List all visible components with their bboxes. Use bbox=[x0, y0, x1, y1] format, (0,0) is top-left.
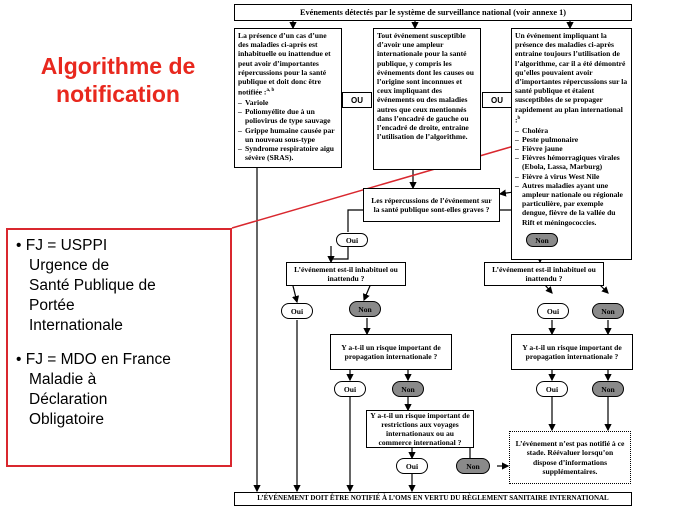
yes-pill: Oui bbox=[536, 381, 568, 397]
yes-pill: Oui bbox=[336, 233, 368, 247]
list-item-fievre-jaune: Fièvre jaune bbox=[515, 144, 628, 153]
question-spread-left-box: Y a-t-il un risque important de propagat… bbox=[330, 334, 452, 370]
note-line: Portée bbox=[29, 297, 75, 314]
no-text: Non bbox=[601, 306, 615, 316]
no-text: Non bbox=[358, 304, 372, 314]
list-item: Autres maladies ayant une ampleur nation… bbox=[515, 181, 628, 227]
question-restrict-box: Y a-t-il un risque important de restrict… bbox=[366, 410, 474, 448]
no-pill: Non bbox=[592, 381, 624, 397]
question-unusual-text: L’événement est-il inhabituel ou inatten… bbox=[294, 264, 398, 283]
note-line: Urgence de bbox=[29, 257, 110, 274]
no-text: Non bbox=[466, 461, 480, 471]
right-box-text: Un événement impliquant la présence des … bbox=[515, 31, 628, 125]
flow-top-box: Evénements détectés par le système de su… bbox=[234, 4, 632, 21]
note-line: • FJ = USPPI bbox=[16, 237, 108, 254]
not-notified-box: L’événement n’est pas notifié à ce stade… bbox=[509, 431, 631, 484]
left-box-sup: a, b bbox=[266, 88, 275, 94]
list-item: Peste pulmonaire bbox=[515, 135, 628, 144]
notes-box: • FJ = USPPI Urgence de Santé Publique d… bbox=[6, 228, 232, 467]
question-impact-box: Les répercussions de l’événement sur la … bbox=[363, 188, 500, 222]
question-spread-right-box: Y a-t-il un risque important de propagat… bbox=[511, 334, 633, 370]
note-line: Obligatoire bbox=[29, 411, 104, 428]
yes-text: Oui bbox=[290, 306, 304, 316]
ou-text: OU bbox=[351, 95, 363, 105]
question-spread-text: Y a-t-il un risque important de propagat… bbox=[341, 342, 441, 361]
yes-text: Oui bbox=[345, 235, 359, 245]
ou-text: OU bbox=[491, 95, 503, 105]
question-restrict-text: Y a-t-il un risque important de restrict… bbox=[370, 410, 470, 448]
flow-mid-box: Tout événement susceptible d’avoir une a… bbox=[373, 28, 481, 170]
question-unusual-left-box: L’événement est-il inhabituel ou inatten… bbox=[286, 262, 406, 286]
no-pill: Non bbox=[592, 303, 624, 319]
question-impact-text: Les répercussions de l’événement sur la … bbox=[371, 195, 492, 214]
not-notified-text: L’événement n’est pas notifié à ce stade… bbox=[515, 439, 625, 476]
list-item: Variole bbox=[238, 98, 338, 107]
yes-text: Oui bbox=[545, 384, 559, 394]
question-unusual-text: L’événement est-il inhabituel ou inatten… bbox=[492, 264, 596, 283]
left-box-text: La présence d’un cas d’une des maladies … bbox=[238, 31, 331, 97]
no-text: Non bbox=[401, 384, 415, 394]
flow-bottom-box: L’ÉVÉNEMENT DOIT ÊTRE NOTIFIÉ À L’OMS EN… bbox=[234, 492, 632, 506]
yes-pill: Oui bbox=[281, 303, 313, 319]
note-usppi: • FJ = USPPI Urgence de Santé Publique d… bbox=[16, 236, 222, 336]
question-spread-text: Y a-t-il un risque important de propagat… bbox=[522, 342, 622, 361]
yes-pill: Oui bbox=[396, 458, 428, 474]
note-mdo: • FJ = MDO en France Maladie à Déclarati… bbox=[16, 350, 222, 430]
left-box-list: Variole Poliomyélite due à un poliovirus… bbox=[238, 98, 338, 162]
right-box-list: Choléra Peste pulmonaire Fièvre jaune Fi… bbox=[515, 126, 628, 227]
list-item: Choléra bbox=[515, 126, 628, 135]
no-text: Non bbox=[535, 235, 549, 245]
note-line: • FJ = MDO en France bbox=[16, 351, 171, 368]
no-pill: Non bbox=[392, 381, 424, 397]
note-line: Déclaration bbox=[29, 391, 108, 408]
question-unusual-right-box: L’événement est-il inhabituel ou inatten… bbox=[484, 262, 604, 286]
yes-pill: Oui bbox=[334, 381, 366, 397]
flow-top-text: Evénements détectés par le système de su… bbox=[299, 7, 567, 17]
flow-left-box: La présence d’un cas d’une des maladies … bbox=[234, 28, 342, 168]
flow-bottom-text: L’ÉVÉNEMENT DOIT ÊTRE NOTIFIÉ À L’OMS EN… bbox=[257, 494, 609, 503]
ou-label-left: OU bbox=[342, 92, 372, 108]
note-line: Internationale bbox=[29, 317, 123, 334]
flow-right-box: Un événement impliquant la présence des … bbox=[511, 28, 632, 260]
no-pill: Non bbox=[526, 233, 558, 247]
mid-box-text: Tout événement susceptible d’avoir une a… bbox=[377, 31, 475, 142]
no-pill: Non bbox=[456, 458, 490, 474]
list-item: Fièvres hémorragiques virales (Ebola, La… bbox=[515, 153, 628, 171]
list-item: Fièvre à virus West Nile bbox=[515, 172, 628, 181]
ou-label-right: OU bbox=[482, 92, 512, 108]
list-item: Poliomyélite due à un poliovirus de type… bbox=[238, 107, 338, 125]
page-title: Algorithme de notification bbox=[40, 53, 196, 107]
note-line: Maladie à bbox=[29, 371, 97, 388]
yes-pill: Oui bbox=[537, 303, 569, 319]
yes-text: Oui bbox=[405, 461, 419, 471]
yes-text: Oui bbox=[343, 384, 357, 394]
list-item: Grippe humaine causée par un nouveau sou… bbox=[238, 126, 338, 144]
list-item: Syndrome respiratoire aigu sévère (SRAS)… bbox=[238, 144, 338, 162]
note-line: Santé Publique de bbox=[29, 277, 156, 294]
right-box-sup: b bbox=[517, 115, 521, 121]
no-pill: Non bbox=[349, 301, 381, 317]
yes-text: Oui bbox=[546, 306, 560, 316]
no-text: Non bbox=[601, 384, 615, 394]
